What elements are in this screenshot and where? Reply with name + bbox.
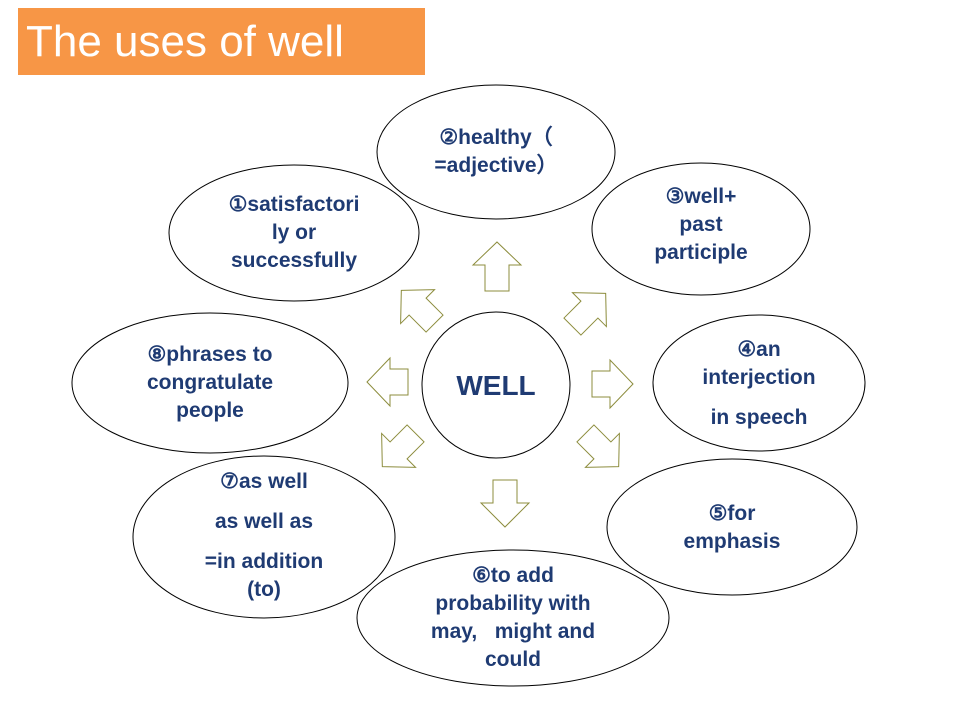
node-line: ④an [737, 338, 781, 361]
node-line: ly or [271, 221, 317, 244]
arrow-up [471, 241, 523, 292]
node-line: ⑧phrases to [147, 343, 273, 366]
node-line: =in addition [204, 550, 324, 573]
node-line: may, might and [430, 620, 596, 643]
node-line: as well as [214, 510, 314, 533]
node-line: participle [654, 241, 748, 264]
node-ellipse-satisfactorily [168, 164, 420, 302]
node-line: ⑤for [708, 502, 756, 525]
node-line: =adjective） [434, 154, 558, 177]
node-line: ①satisfactori [228, 193, 360, 216]
node-line: in speech [710, 406, 808, 429]
node-line: ②healthy（ [439, 126, 553, 149]
node-line: could [485, 648, 541, 671]
node-line: emphasis [683, 530, 781, 553]
node-line: people [176, 399, 244, 422]
node-ellipse-as-well [132, 455, 396, 619]
node-line: ⑦as well [220, 470, 308, 493]
center-label: WELL [456, 370, 536, 401]
arrow-left [366, 356, 409, 408]
node-label-interjection: ④an interjection in speech [674, 336, 844, 432]
node-label-healthy: ②healthy（ =adjective） [396, 124, 596, 180]
arrow-up-right [563, 292, 607, 336]
node-line: past [679, 213, 723, 236]
node-line: ③well+ [665, 185, 737, 208]
node-label-as-well: ⑦as well as well as =in addition (to) [164, 468, 364, 604]
node-ellipse-interjection [652, 314, 866, 452]
node-label-phrases: ⑧phrases to congratulate people [110, 341, 310, 425]
node-label-probability: ⑥to add probability with may, might and … [393, 562, 633, 674]
arrow-up-left [400, 289, 444, 333]
node-label-past-participle: ③well+ past participle [621, 183, 781, 267]
node-label-emphasis: ⑤for emphasis [642, 500, 822, 556]
title-banner: The uses of well [18, 8, 425, 75]
node-line: probability with [435, 592, 591, 615]
page-title: The uses of well [26, 17, 344, 66]
node-line: ⑥to add [472, 564, 554, 587]
node-ellipse-healthy [376, 84, 616, 220]
arrow-down-right [576, 424, 620, 468]
node-ellipse-probability [356, 549, 670, 687]
arrow-down [479, 479, 531, 528]
center-circle [421, 311, 571, 459]
node-line: (to) [247, 578, 281, 601]
node-ellipse-past-participle [591, 162, 811, 296]
node-label-satisfactorily: ①satisfactori ly or successfully [194, 191, 394, 275]
node-ellipse-phrases [71, 312, 349, 454]
arrow-down-left [381, 424, 425, 468]
arrow-right [591, 358, 634, 410]
node-line: congratulate [146, 371, 274, 394]
node-ellipse-emphasis [606, 458, 858, 596]
node-line: successfully [230, 249, 358, 272]
node-line: interjection [702, 366, 816, 389]
